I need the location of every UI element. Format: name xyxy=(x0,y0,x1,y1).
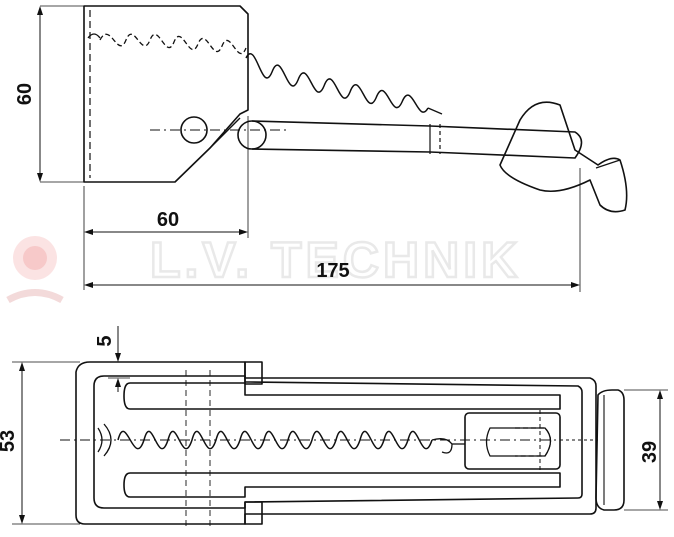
dim-side-total-length: 175 xyxy=(316,260,349,282)
side-view xyxy=(83,5,628,213)
side-spring-dashed xyxy=(99,33,247,55)
side-lever-pivot xyxy=(237,120,267,150)
dim-top-offset: 5 xyxy=(94,335,116,346)
dim-side-height: 60 xyxy=(14,83,36,105)
top-slider-block xyxy=(464,412,561,470)
top-view xyxy=(60,361,625,528)
top-handle xyxy=(595,389,625,511)
top-inner-frame xyxy=(93,375,583,509)
side-dimensions xyxy=(37,5,581,292)
side-handle-grip xyxy=(499,101,628,213)
side-pivot-hole xyxy=(180,116,208,144)
top-dimensions xyxy=(12,326,668,525)
dim-top-handle-height: 39 xyxy=(639,441,661,463)
watermark-logo-icon xyxy=(6,236,64,304)
watermark-text: L.V. TECHNIK xyxy=(150,232,521,288)
side-lever-rod xyxy=(251,120,583,159)
dim-top-height: 53 xyxy=(0,430,19,452)
dim-side-width: 60 xyxy=(157,209,179,231)
top-outer-frame xyxy=(75,361,597,525)
watermark: L.V. TECHNIK xyxy=(6,231,521,304)
side-base-plate xyxy=(83,5,249,183)
side-spring-solid xyxy=(245,53,429,113)
